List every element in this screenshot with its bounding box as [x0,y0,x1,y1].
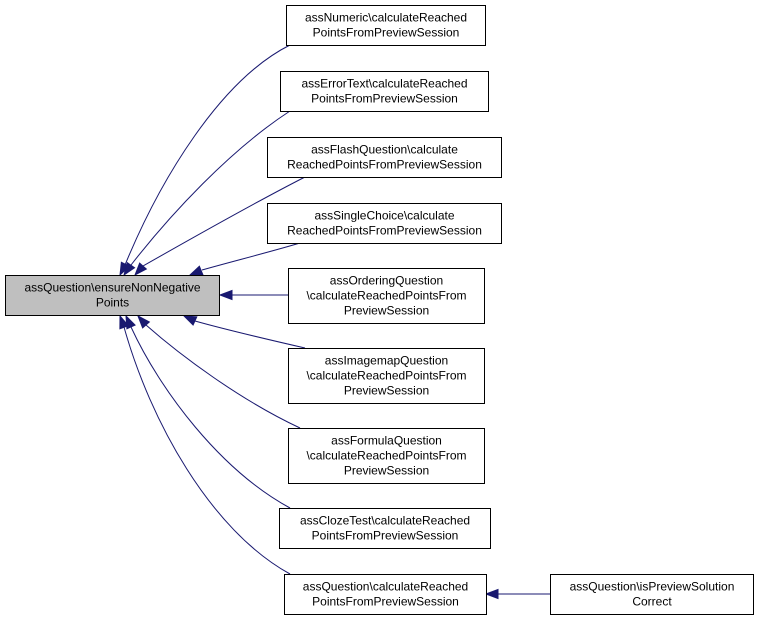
node-box [284,574,487,615]
arrowhead [218,289,233,301]
arrowhead [137,314,151,329]
caller-function-node[interactable]: assErrorText\calculateReachedPointsFromP… [280,71,489,112]
node-label-line: assQuestion\isPreviewSolution [570,580,735,594]
node-label-line: \calculateReachedPointsFrom [306,289,466,303]
node-box [279,508,491,549]
edge-n10-n9 [484,588,550,600]
node-box [288,268,485,324]
node-label-line: \calculateReachedPointsFrom [306,369,466,383]
node-box [267,137,502,178]
node-box [5,275,220,316]
node-label-line: PreviewSession [344,384,429,398]
node-label-line: PointsFromPreviewSession [313,26,460,40]
node-label-line: assErrorText\calculateReached [301,77,467,91]
node-label-line: ReachedPointsFromPreviewSession [287,158,482,172]
node-label-line: assQuestion\ensureNonNegative [24,281,200,295]
arrowhead [484,588,499,600]
edge-n9-n0 [119,314,291,575]
edge-n2-n0 [123,110,291,277]
node-label-line: assQuestion\calculateReached [303,580,468,594]
edges-layer [119,44,550,600]
node-label-line: assFlashQuestion\calculate [311,143,458,157]
node-label-line: PreviewSession [344,304,429,318]
caller-function-node[interactable]: assFlashQuestion\calculateReachedPointsF… [267,137,502,178]
edge-n3-n0 [134,176,306,277]
node-box [280,71,489,112]
node-label-line: PointsFromPreviewSession [312,595,459,609]
edge-line [201,242,301,271]
edge-n6-n0 [182,315,306,349]
node-label-line: Points [96,296,129,310]
node-label-line: PointsFromPreviewSession [312,529,459,543]
node-box [550,574,754,615]
arrowhead [182,315,198,326]
node-label-line: ReachedPointsFromPreviewSession [287,224,482,238]
caller-function-node[interactable]: assClozeTest\calculateReachedPointsFromP… [279,508,491,549]
edge-line [130,326,291,509]
node-box [288,348,485,404]
caller-function-node[interactable]: assOrderingQuestion\calculateReachedPoin… [288,268,485,324]
edge-line [123,326,291,575]
node-label-line: assImagemapQuestion [325,354,448,368]
node-box [286,5,486,46]
arrowhead [119,314,130,330]
caller-function-node[interactable]: assNumeric\calculateReachedPointsFromPre… [286,5,486,46]
edge-line [194,320,306,349]
arrowhead [123,261,136,277]
node-label-line: assClozeTest\calculateReached [300,514,470,528]
arrowhead [125,314,136,330]
node-label-line: assSingleChoice\calculate [314,209,454,223]
edge-line [145,324,301,429]
arrowhead [188,265,204,276]
edge-line [130,110,291,266]
node-label-line: Correct [632,595,672,609]
caller-function-node[interactable]: assImagemapQuestion\calculateReachedPoin… [288,348,485,404]
edge-line [124,44,291,266]
caller-function-node[interactable]: assFormulaQuestion\calculateReachedPoint… [288,428,485,484]
edge-line [142,176,306,267]
node-label-line: assFormulaQuestion [331,434,442,448]
edge-n1-n0 [119,44,291,277]
node-label-line: assNumeric\calculateReached [305,11,467,25]
node-box [267,203,502,244]
edge-n4-n0 [188,242,301,276]
edge-n8-n0 [125,314,291,509]
caller-function-node[interactable]: assQuestion\calculateReachedPointsFromPr… [284,574,487,615]
node-label-line: \calculateReachedPointsFrom [306,449,466,463]
node-label-line: PreviewSession [344,464,429,478]
edge-n5-n0 [218,289,288,301]
node-box [288,428,485,484]
node-label-line: PointsFromPreviewSession [311,92,458,106]
edge-n7-n0 [137,314,301,429]
node-label-line: assOrderingQuestion [330,274,443,288]
arrowhead [134,262,148,277]
caller-function-node[interactable]: assSingleChoice\calculateReachedPointsFr… [267,203,502,244]
